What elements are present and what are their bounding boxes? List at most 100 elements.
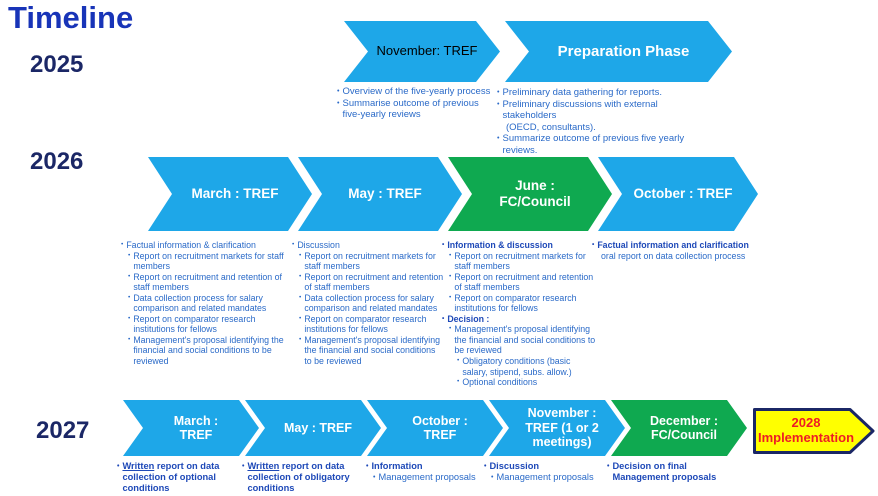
bullet-text: Preliminary discussions with external st… bbox=[502, 98, 658, 122]
bullet-text: Information & discussion bbox=[447, 240, 553, 250]
bullet-text: Decision on final Management proposals bbox=[612, 461, 717, 483]
bullet-text: Management's proposal identifying the fi… bbox=[454, 324, 596, 356]
bullet-dot-icon: • bbox=[242, 463, 245, 470]
bullet-dot-icon: • bbox=[128, 272, 131, 280]
bullet-item: •Report on recruitment markets for staff… bbox=[442, 251, 598, 272]
bullet-dot-icon: • bbox=[299, 272, 302, 280]
chevron-2025-november-tref: November: TREF bbox=[344, 21, 500, 82]
bullet-text: Report on comparator research institutio… bbox=[454, 292, 577, 314]
bullets-2027-december-fc-council: •Decision on final Management proposals bbox=[607, 461, 745, 483]
bullet-dot-icon: • bbox=[497, 134, 500, 143]
implementation-arrow-2028: 2028 Implementation bbox=[753, 408, 875, 454]
chevron-label: Preparation Phase bbox=[557, 42, 690, 60]
bullet-text: Management's proposal identifying the fi… bbox=[304, 334, 440, 367]
page-title: Timeline bbox=[8, 0, 134, 35]
chevron-2026-october-tref: October : TREF bbox=[598, 157, 758, 231]
bullet-text: Information bbox=[371, 461, 423, 471]
bullet-item: •Discussion bbox=[484, 461, 610, 472]
bullet-dot-icon: • bbox=[121, 241, 124, 248]
bullet-text: Report on recruitment markets for staff … bbox=[454, 250, 586, 272]
bullet-item: •Management proposals bbox=[484, 472, 610, 483]
bullet-item: •Decision : bbox=[442, 314, 598, 325]
bullet-dot-icon: • bbox=[484, 463, 487, 470]
bullet-dot-icon: • bbox=[366, 463, 369, 470]
bullet-item: •Data collection process for salary comp… bbox=[121, 293, 297, 314]
bullet-dot-icon: • bbox=[299, 314, 302, 322]
bullet-text: Written report on data collection of opt… bbox=[122, 461, 220, 494]
bullet-item: •Decision on final Management proposals bbox=[607, 461, 745, 483]
bullet-item: •Written report on data collection of ob… bbox=[242, 461, 374, 494]
bullet-text: Written report on data collection of obl… bbox=[247, 461, 350, 494]
bullet-dot-icon: • bbox=[128, 251, 131, 259]
bullet-text: Report on recruitment and retention of s… bbox=[133, 271, 282, 293]
bullet-text: Report on recruitment and retention of s… bbox=[454, 271, 594, 293]
bullet-dot-icon: • bbox=[292, 241, 295, 248]
bullet-item: •Information & discussion bbox=[442, 240, 598, 251]
chevron-2026-march-tref: March : TREF bbox=[148, 157, 312, 231]
bullet-item: •Report on recruitment markets for staff… bbox=[292, 251, 445, 272]
year-label-2026: 2026 bbox=[30, 148, 84, 175]
bullet-text: Management proposals bbox=[496, 472, 594, 483]
bullet-item: oral report on data collection process bbox=[592, 251, 762, 262]
bullet-item: • Written report on data collection of op… bbox=[117, 461, 249, 494]
bullet-item: •Report on recruitment markets for staff… bbox=[121, 251, 297, 272]
arrow-shape-icon bbox=[753, 408, 875, 454]
bullet-text: Summarize outcome of previous five yearl… bbox=[502, 133, 685, 156]
chevron-label: June : FC/Council bbox=[499, 178, 571, 209]
bullet-item: •Information bbox=[366, 461, 488, 472]
bullet-item: •Management's proposal identifying the f… bbox=[292, 335, 445, 367]
bullet-text: Report on recruitment markets for staff … bbox=[133, 250, 284, 272]
bullet-dot-icon: • bbox=[337, 87, 340, 95]
bullet-item: •Obligatory conditions (basic salary, st… bbox=[442, 356, 598, 377]
bullet-dot-icon: • bbox=[373, 474, 376, 482]
bullet-dot-icon: • bbox=[457, 378, 460, 386]
bullet-dot-icon: • bbox=[128, 293, 131, 301]
bullet-dot-icon: • bbox=[449, 293, 452, 301]
bullet-item: •Report on comparator research instituti… bbox=[442, 293, 598, 314]
bullet-dot-icon: • bbox=[442, 314, 445, 322]
chevron-2026-may-tref: May : TREF bbox=[298, 157, 462, 231]
chevron-label: March : TREF bbox=[173, 413, 219, 442]
bullet-text: Report on comparator research institutio… bbox=[304, 313, 427, 335]
bullet-text: (OECD, consultants). bbox=[506, 121, 596, 133]
bullet-dot-icon: • bbox=[128, 335, 131, 343]
bullet-dot-icon: • bbox=[449, 325, 452, 333]
bullet-item: •Factual information and clarification bbox=[592, 240, 762, 251]
bullet-text: Factual information and clarification bbox=[597, 240, 749, 250]
bullet-item: •Optional conditions bbox=[442, 377, 598, 388]
bullet-text: oral report on data collection process bbox=[601, 250, 746, 261]
bullet-dot-icon: • bbox=[299, 293, 302, 301]
year-label-2027: 2027 bbox=[36, 417, 90, 444]
bullet-item: •Preliminary data gathering for reports. bbox=[497, 87, 692, 99]
chevron-label: November : TREF (1 or 2 meetings) bbox=[525, 406, 599, 450]
bullet-item: •Summarise outcome of previous five-year… bbox=[337, 98, 497, 121]
bullet-text: Optional conditions bbox=[462, 377, 538, 388]
bullet-text: Overview of the five-yearly process bbox=[342, 86, 491, 97]
bullet-item: •Management's proposal identifying the f… bbox=[121, 335, 297, 367]
bullet-dot-icon: • bbox=[299, 335, 302, 343]
bullet-dot-icon: • bbox=[449, 251, 452, 259]
bullet-item: •Management's proposal identifying the f… bbox=[442, 324, 598, 356]
bullet-dot-icon: • bbox=[299, 251, 302, 259]
bullet-dot-icon: • bbox=[491, 474, 494, 482]
bullets-2027-march-tref: • Written report on data collection of op… bbox=[117, 461, 249, 494]
chevron-2027-december-fc-council: December : FC/Council bbox=[611, 400, 747, 456]
bullet-text: Management's proposal identifying the fi… bbox=[133, 334, 284, 367]
bullet-text: Obligatory conditions (basic salary, sti… bbox=[462, 356, 572, 377]
bullet-text: Management proposals bbox=[378, 472, 476, 483]
bullet-dot-icon: • bbox=[442, 241, 445, 248]
bullet-text: Data collection process for salary compa… bbox=[304, 292, 438, 314]
bullet-dot-icon: • bbox=[128, 314, 131, 322]
bullet-dot-icon: • bbox=[457, 357, 460, 365]
year-label-2025: 2025 bbox=[30, 51, 84, 78]
implementation-label: 2028 Implementation bbox=[757, 415, 855, 445]
bullets-2025-november-tref: •Overview of the five-yearly process•Sum… bbox=[337, 86, 497, 121]
chevron-2027-may-tref: May : TREF bbox=[245, 400, 381, 456]
chevron-2025-preparation-phase: Preparation Phase bbox=[505, 21, 732, 82]
bullet-item: •Discussion bbox=[292, 240, 445, 251]
bullet-text: Data collection process for salary compa… bbox=[133, 292, 267, 314]
chevron-label: November: TREF bbox=[376, 43, 478, 59]
chevron-label: October : TREF bbox=[412, 413, 468, 442]
